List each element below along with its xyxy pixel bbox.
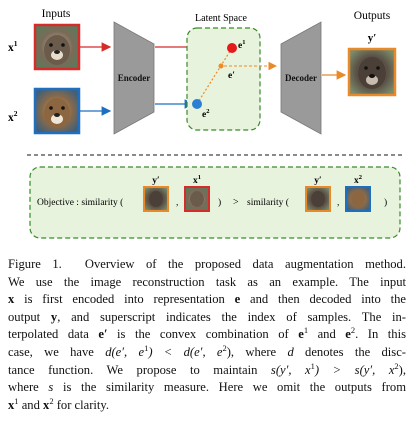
objective-y-prime-image-2 (305, 186, 331, 212)
figure-caption: Figure 1. Overview of the proposed data … (8, 256, 406, 414)
e1-label: e1 (238, 39, 245, 51)
objective-x2-label: x2 (354, 174, 362, 186)
decoder-label: Decoder (285, 73, 317, 83)
caption-figure-label: Figure 1. (8, 257, 62, 271)
e-prime-label: e′ (228, 71, 235, 81)
objective-x1-label: x1 (193, 174, 201, 186)
caption-line-4: output y, and superscript indicates the … (8, 309, 406, 324)
output-y-prime-label: y′ (368, 32, 377, 44)
encoder-label: Encoder (118, 73, 151, 83)
interpolation-line (196, 47, 233, 105)
objective-y-prime-label-1: y′ (152, 176, 160, 186)
caption-line-1: Figure 1. Overview of the proposed data … (8, 256, 406, 274)
objective-close-2: ) (384, 197, 387, 208)
latent-space-header: Latent Space (195, 13, 247, 24)
caption-title: Overview of the proposed data augmentati… (84, 257, 406, 271)
output-dog-image (347, 47, 397, 97)
objective-sep-2: , (337, 198, 339, 208)
objective-x1-image (184, 186, 210, 212)
e-prime-point (218, 63, 224, 69)
e2-label: e2 (202, 108, 209, 120)
caption-line-9: x1 and x2 for clarity. (8, 396, 110, 412)
objective-mid: similarity ( (247, 197, 289, 208)
x2-label: x2 (8, 109, 18, 124)
e1-point (227, 43, 237, 53)
caption-line-3: x is first encoded into representation e… (8, 292, 406, 307)
objective-x2-image (345, 186, 371, 212)
overview-figure: Inputs Latent Space Outputs x1 x2 Encode… (8, 8, 402, 239)
x1-dog-image (33, 23, 81, 71)
latent-space-box (186, 27, 261, 131)
encoder-block (113, 21, 155, 135)
objective-box (29, 166, 401, 239)
inputs-header: Inputs (42, 8, 71, 20)
caption-line-6: case, we have d(e′, e1) < d(e′, e2), whe… (8, 343, 406, 359)
x2-dog-image (33, 87, 81, 135)
objective-y-prime-label-2: y′ (314, 176, 322, 186)
decoder-block (280, 21, 322, 135)
caption-line-5: terpolated data e′ is the convex combina… (8, 326, 406, 342)
objective-gt: > (233, 197, 239, 208)
caption-line-7: tance function. We propose to maintain s… (8, 361, 406, 377)
x1-label: x1 (8, 39, 18, 54)
caption-line-8: where s is the similarity measure. Here … (8, 380, 406, 395)
caption-line-2: We use the image reconstruction task as … (8, 274, 406, 289)
outputs-header: Outputs (354, 10, 391, 22)
objective-sep-1: , (176, 198, 178, 208)
objective-y-prime-image-1 (143, 186, 169, 212)
objective-close-1: ) (218, 197, 221, 208)
e2-point (192, 99, 202, 109)
objective-prefix: Objective : similarity ( (37, 197, 123, 208)
